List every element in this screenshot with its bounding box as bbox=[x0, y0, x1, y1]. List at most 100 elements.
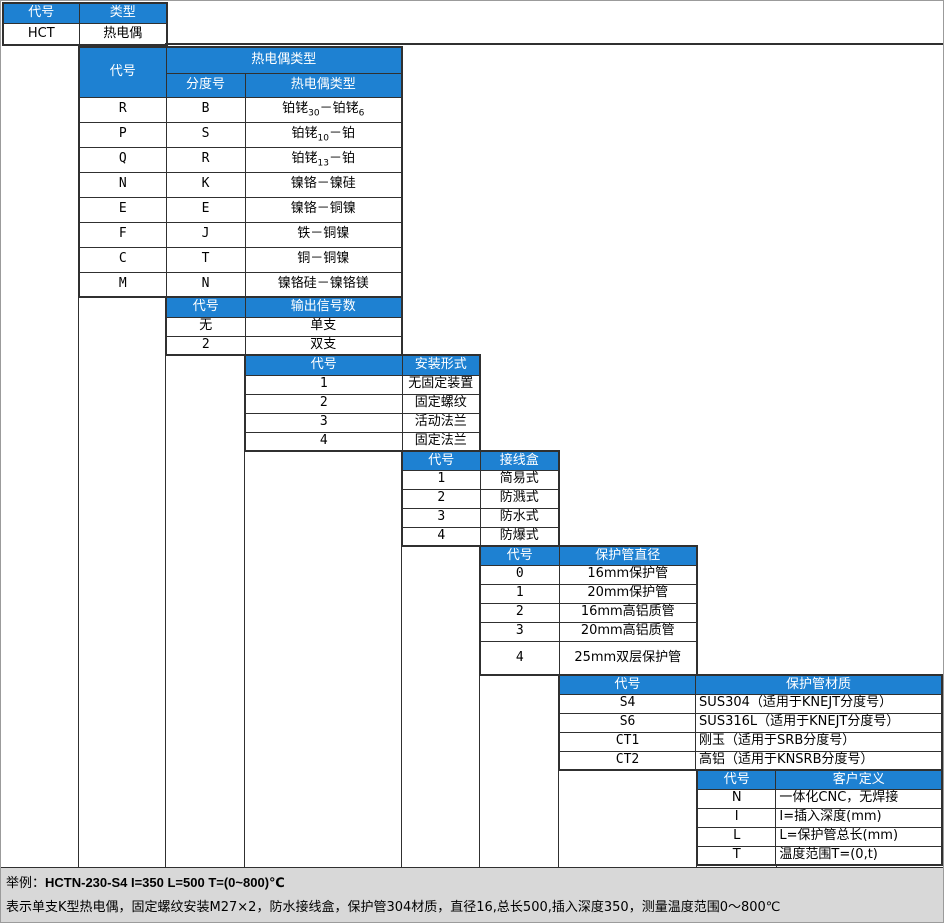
signals-code-cell: 2 bbox=[165, 335, 246, 356]
signals-code-cell: 无 bbox=[165, 316, 246, 337]
grid-line bbox=[558, 769, 559, 867]
table-row: C T 铜－铜镍 bbox=[78, 246, 403, 273]
example-label: 举例： bbox=[6, 876, 46, 891]
example-section: 举例：HCTN-230-S4 I=350 L=500 T=(0~800)℃ 表示… bbox=[1, 867, 943, 922]
table-row: 2 双支 bbox=[165, 335, 403, 356]
tc-code-cell: R bbox=[78, 96, 167, 123]
junction-label-cell: 防溅式 bbox=[479, 488, 560, 509]
example-code: HCTN-230-S4 I=350 L=500 T=(0~800)℃ bbox=[45, 875, 285, 890]
table-row: 无 单支 bbox=[165, 316, 403, 337]
tc-name-cell: 铁－铜镍 bbox=[244, 221, 403, 248]
table-row: P S 铂铑10－铂 bbox=[78, 121, 403, 148]
junction-code-header: 代号 bbox=[401, 450, 481, 471]
table-row: E E 镍铬－铜镍 bbox=[78, 196, 403, 223]
tc-code-cell: N bbox=[78, 171, 167, 198]
table-row: 4 防爆式 bbox=[401, 526, 560, 547]
tc-name-cell: 镍铬－镍硅 bbox=[244, 171, 403, 198]
table-row: 1 20mm保护管 bbox=[479, 583, 698, 604]
table-row: N 一体化CNC，无焊接 bbox=[696, 788, 943, 809]
table-thermocouple-type: 代号 热电偶类型 分度号 热电偶类型 R B 铂铑30－铂铑6 P S 铂铑10… bbox=[78, 46, 403, 298]
diameter-code-cell: 1 bbox=[479, 583, 560, 604]
example-description: 表示单支K型热电偶，固定螺纹安装M27×2，防水接线盒，保护管304材质，直径1… bbox=[6, 900, 781, 915]
tc-name-cell: 镍铬－铜镍 bbox=[244, 196, 403, 223]
diameter-label-cell: 16mm高铝质管 bbox=[558, 602, 698, 623]
tc-code-header: 代号 bbox=[78, 46, 167, 98]
tc-name-cell: 镍铬硅－镍铬镁 bbox=[244, 271, 403, 298]
material-code-cell: S4 bbox=[558, 693, 697, 714]
table-mounting-style: 代号 安装形式 1 无固定装置 2 固定螺纹 3 活动法兰 4 固定法兰 bbox=[244, 354, 481, 452]
mounting-label-cell: 活动法兰 bbox=[401, 412, 481, 433]
material-label-header: 保护管材质 bbox=[695, 674, 943, 695]
grid-line bbox=[78, 294, 79, 867]
table-row: Q R 铂铑13－铂 bbox=[78, 146, 403, 173]
mounting-label-cell: 固定螺纹 bbox=[401, 393, 481, 414]
product-code-cell: HCT bbox=[2, 22, 80, 46]
diameter-code-cell: 4 bbox=[479, 640, 560, 676]
table-row: 1 无固定装置 bbox=[244, 374, 481, 395]
table-header-row: 代号 客户定义 bbox=[696, 769, 943, 790]
customer-label-cell: 温度范围T=(0,t) bbox=[775, 845, 943, 866]
mounting-code-cell: 1 bbox=[244, 374, 403, 395]
mounting-code-cell: 3 bbox=[244, 412, 403, 433]
tc-graduation-header: 分度号 bbox=[165, 72, 246, 98]
table-header-row: 代号 接线盒 bbox=[401, 450, 560, 471]
signals-label-cell: 双支 bbox=[244, 335, 403, 356]
junction-label-cell: 防水式 bbox=[479, 507, 560, 528]
diameter-code-cell: 3 bbox=[479, 621, 560, 642]
material-code-cell: CT1 bbox=[558, 731, 697, 752]
material-code-cell: S6 bbox=[558, 712, 697, 733]
tc-code-cell: C bbox=[78, 246, 167, 273]
mounting-code-header: 代号 bbox=[244, 354, 403, 376]
customer-label-cell: L=保护管总长(mm) bbox=[775, 826, 943, 847]
signals-label-cell: 单支 bbox=[244, 316, 403, 337]
mounting-code-cell: 2 bbox=[244, 393, 403, 414]
mounting-label-header: 安装形式 bbox=[401, 354, 481, 376]
tc-code-cell: Q bbox=[78, 146, 167, 173]
tc-name-header: 热电偶类型 bbox=[244, 72, 403, 98]
table-row: CT1 刚玉（适用于SRB分度号） bbox=[558, 731, 943, 752]
diameter-code-cell: 0 bbox=[479, 564, 560, 585]
tc-graduation-cell: S bbox=[165, 121, 246, 148]
table-row: 1 简易式 bbox=[401, 469, 560, 490]
signals-code-header: 代号 bbox=[165, 296, 246, 318]
junction-code-cell: 1 bbox=[401, 469, 481, 490]
junction-code-cell: 3 bbox=[401, 507, 481, 528]
table-product: 代号 类型 HCT 热电偶 bbox=[2, 2, 168, 46]
customer-code-cell: N bbox=[696, 788, 777, 809]
tc-name-cell: 铜－铜镍 bbox=[244, 246, 403, 273]
material-label-cell: 刚玉（适用于SRB分度号） bbox=[695, 731, 943, 752]
material-label-cell: SUS316L（适用于KNEJT分度号） bbox=[695, 712, 943, 733]
tc-name-cell: 铂铑30－铂铑6 bbox=[244, 96, 403, 123]
table-row: L L=保护管总长(mm) bbox=[696, 826, 943, 847]
customer-code-cell: I bbox=[696, 807, 777, 828]
diameter-label-cell: 20mm高铝质管 bbox=[558, 621, 698, 642]
table-row: CT2 高铝（适用于KNSRB分度号） bbox=[558, 750, 943, 771]
customer-code-cell: L bbox=[696, 826, 777, 847]
table-row: HCT 热电偶 bbox=[2, 22, 168, 46]
material-code-header: 代号 bbox=[558, 674, 697, 695]
tc-graduation-cell: E bbox=[165, 196, 246, 223]
mounting-label-cell: 固定法兰 bbox=[401, 431, 481, 452]
table-tube-diameter: 代号 保护管直径 0 16mm保护管 1 20mm保护管 2 16mm高铝质管 … bbox=[479, 545, 698, 676]
tc-code-cell: M bbox=[78, 271, 167, 298]
customer-label-cell: 一体化CNC，无焊接 bbox=[775, 788, 943, 809]
grid-line bbox=[165, 354, 166, 867]
table-row: 3 防水式 bbox=[401, 507, 560, 528]
table-customer-defined: 代号 客户定义 N 一体化CNC，无焊接 I I=插入深度(mm) L L=保护… bbox=[696, 769, 943, 866]
tc-graduation-cell: J bbox=[165, 221, 246, 248]
mounting-label-cell: 无固定装置 bbox=[401, 374, 481, 395]
table-row: I I=插入深度(mm) bbox=[696, 807, 943, 828]
table-row: T 温度范围T=(0,t) bbox=[696, 845, 943, 866]
customer-code-header: 代号 bbox=[696, 769, 777, 790]
junction-label-cell: 简易式 bbox=[479, 469, 560, 490]
product-code-header: 代号 bbox=[2, 2, 80, 24]
diameter-label-cell: 25mm双层保护管 bbox=[558, 640, 698, 676]
diameter-label-header: 保护管直径 bbox=[558, 545, 698, 566]
tc-graduation-cell: B bbox=[165, 96, 246, 123]
grid-line bbox=[401, 545, 402, 867]
table-header-row: 代号 保护管材质 bbox=[558, 674, 943, 695]
product-type-cell: 热电偶 bbox=[78, 22, 168, 46]
grid-line bbox=[244, 450, 245, 867]
table-junction-box: 代号 接线盒 1 简易式 2 防溅式 3 防水式 4 防爆式 bbox=[401, 450, 560, 547]
tc-name-cell: 铂铑13－铂 bbox=[244, 146, 403, 173]
